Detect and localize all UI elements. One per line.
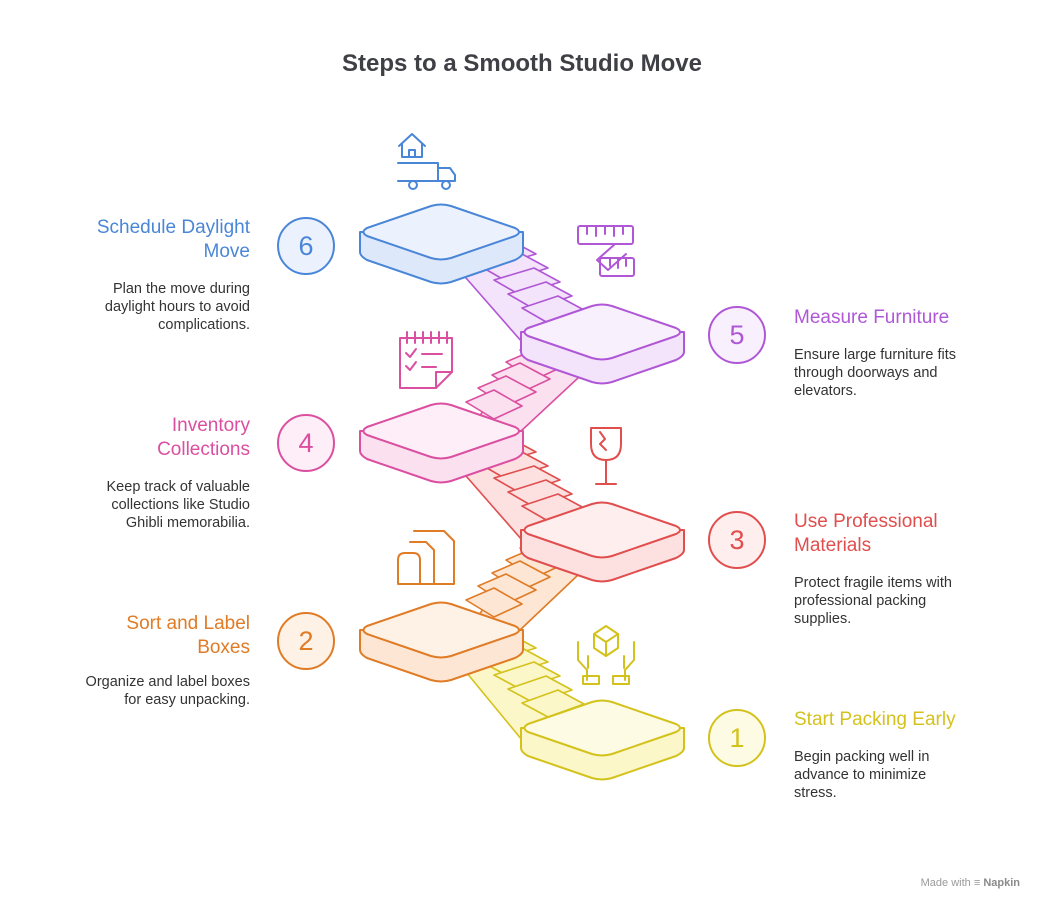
step-5-description: Ensure large furniture fits through door…: [794, 347, 956, 399]
step-4-heading: Inventory Collections: [157, 415, 250, 460]
step-3-description: Protect fragile items with professional …: [794, 575, 952, 627]
platform-1: [520, 699, 685, 781]
step-1-description: Begin packing well in advance to minimiz…: [794, 749, 930, 801]
platform-5: [520, 303, 685, 385]
platform-6: [359, 203, 524, 285]
step-3-heading: Use Professional Materials: [794, 511, 938, 556]
step-1-number-badge: 1: [708, 709, 766, 767]
step-2-description: Organize and label boxes for easy unpack…: [85, 674, 250, 708]
step-2-heading: Sort and Label Boxes: [126, 613, 250, 658]
moving-truck-icon: [397, 133, 456, 190]
step-5-number-badge: 5: [708, 306, 766, 364]
step-1-heading: Start Packing Early: [794, 709, 956, 730]
platform-3: [520, 501, 685, 583]
platform-2: [359, 601, 524, 683]
step-4-description: Keep track of valuable collections like …: [106, 479, 250, 531]
step-6-number-badge: 6: [277, 217, 335, 275]
footer-prefix: Made with: [920, 877, 971, 889]
checklist-icon: [399, 331, 453, 389]
documents-icon: [397, 530, 455, 585]
step-2-number-badge: 2: [277, 612, 335, 670]
step-5-heading: Measure Furniture: [794, 307, 950, 328]
step-3-number-badge: 3: [708, 511, 766, 569]
diagram-title: Steps to a Smooth Studio Move: [341, 50, 702, 77]
step-6-heading: Schedule Daylight Move: [96, 217, 250, 262]
platform-4: [359, 402, 524, 484]
fragile-glass-icon: [590, 427, 622, 485]
hands-box-icon: [577, 625, 635, 685]
tape-measure-icon: [577, 225, 635, 277]
step-6-description: Plan the move during daylight hours to a…: [104, 281, 250, 333]
footer-brand: Napkin: [983, 877, 1020, 889]
step-4-number-badge: 4: [277, 414, 335, 472]
napkin-logo-icon: ≡: [973, 877, 981, 889]
footer-credit: Made with ≡ Napkin: [921, 877, 1020, 889]
